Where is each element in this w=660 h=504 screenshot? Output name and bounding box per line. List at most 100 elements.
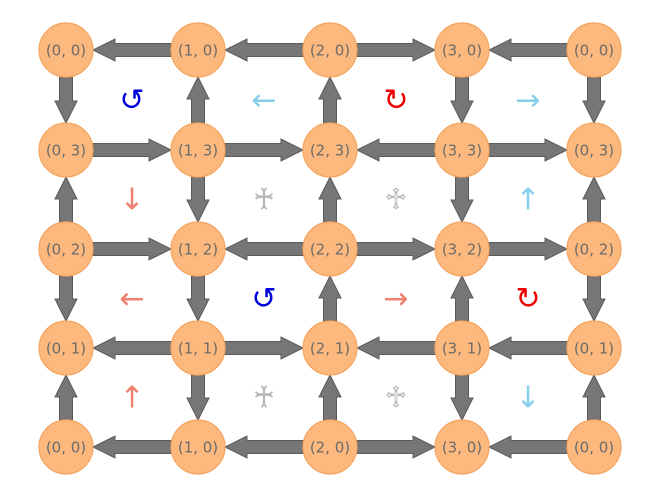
node-circle xyxy=(302,122,358,178)
grid-node: (2, 1) xyxy=(302,320,358,376)
node-circle xyxy=(566,22,622,78)
grid-node: (0, 0) xyxy=(566,22,622,78)
node-circle xyxy=(38,122,94,178)
edge-arrow-up xyxy=(54,175,78,223)
node-circle xyxy=(38,22,94,78)
node-label: (0, 2) xyxy=(46,241,86,259)
edge-arrow-down xyxy=(54,275,78,323)
face-symbol: ♰ xyxy=(253,381,275,416)
edge-arrow-up xyxy=(186,75,210,124)
edge-arrow-right xyxy=(488,138,569,162)
edge-arrow-left xyxy=(487,38,568,62)
node-circle xyxy=(170,221,226,277)
node-label: (3, 0) xyxy=(442,439,482,457)
node-label: (2, 0) xyxy=(310,42,350,60)
edge-arrow-right xyxy=(92,237,173,261)
face-symbol: ← xyxy=(119,282,144,317)
grid-node: (0, 1) xyxy=(38,320,94,376)
edge-arrow-up xyxy=(318,274,342,322)
edge-arrow-left xyxy=(487,435,568,459)
edge-arrow-left xyxy=(355,138,436,162)
node-circle xyxy=(170,419,226,475)
node-circle xyxy=(566,221,622,277)
grid-node: (0, 2) xyxy=(566,221,622,277)
face-symbol: ↻ xyxy=(515,282,540,317)
node-label: (0, 1) xyxy=(46,340,86,358)
edge-arrow-down xyxy=(186,176,210,224)
node-circle xyxy=(434,419,490,475)
edge-arrow-left xyxy=(91,435,172,459)
node-label: (1, 0) xyxy=(178,42,218,60)
grid-node: (0, 3) xyxy=(566,122,622,178)
grid-node: (3, 0) xyxy=(434,22,490,78)
face-symbol: ← xyxy=(251,83,276,118)
edge-arrow-left xyxy=(487,336,568,360)
edge-arrow-right xyxy=(224,336,305,360)
node-label: (1, 3) xyxy=(178,142,218,160)
node-label: (0, 3) xyxy=(46,142,86,160)
edge-arrow-up xyxy=(582,373,606,421)
grid-node: (3, 3) xyxy=(434,122,490,178)
edge-arrow-down xyxy=(450,176,474,224)
edge-arrow-left xyxy=(91,336,172,360)
edge-arrow-right xyxy=(488,237,569,261)
edge-arrow-up xyxy=(582,175,606,223)
node-circle xyxy=(566,419,622,475)
node-circle xyxy=(434,22,490,78)
node-label: (2, 2) xyxy=(310,241,350,259)
grid-node: (1, 2) xyxy=(170,221,226,277)
grid-node: (0, 0) xyxy=(38,22,94,78)
edge-arrow-down xyxy=(54,76,78,125)
edge-arrow-left xyxy=(91,38,172,62)
grid-node: (3, 0) xyxy=(434,419,490,475)
face-symbol: ♰ xyxy=(253,183,275,218)
node-label: (0, 0) xyxy=(574,439,614,457)
node-label: (2, 3) xyxy=(310,142,350,160)
edges-layer xyxy=(54,38,606,459)
edge-arrow-down xyxy=(186,374,210,422)
grid-node: (0, 3) xyxy=(38,122,94,178)
node-circle xyxy=(302,320,358,376)
grid-node: (0, 1) xyxy=(566,320,622,376)
node-label: (0, 2) xyxy=(574,241,614,259)
grid-node: (3, 2) xyxy=(434,221,490,277)
face-symbol: → xyxy=(515,83,540,118)
grid-node: (2, 3) xyxy=(302,122,358,178)
grid-node: (0, 0) xyxy=(38,419,94,475)
grid-node: (1, 0) xyxy=(170,22,226,78)
edge-arrow-down xyxy=(450,374,474,422)
node-circle xyxy=(434,122,490,178)
face-symbol: ↺ xyxy=(251,282,276,317)
node-circle xyxy=(434,320,490,376)
node-label: (3, 3) xyxy=(442,142,482,160)
node-circle xyxy=(566,122,622,178)
face-symbol: ↑ xyxy=(515,183,540,218)
node-label: (2, 0) xyxy=(310,439,350,457)
node-label: (1, 2) xyxy=(178,241,218,259)
node-circle xyxy=(302,419,358,475)
grid-node: (2, 0) xyxy=(302,419,358,475)
edge-arrow-left xyxy=(223,38,304,62)
node-label: (2, 1) xyxy=(310,340,350,358)
edge-arrow-right xyxy=(356,38,437,62)
node-label: (1, 1) xyxy=(178,340,218,358)
edge-arrow-down xyxy=(582,76,606,125)
edge-arrow-up xyxy=(318,175,342,223)
node-circle xyxy=(170,122,226,178)
node-circle xyxy=(566,320,622,376)
edge-arrow-down xyxy=(186,275,210,323)
edge-arrow-right xyxy=(356,435,437,459)
edge-arrow-left xyxy=(223,435,304,459)
edge-arrow-down xyxy=(582,275,606,323)
face-symbol: ♱ xyxy=(385,381,408,416)
node-label: (0, 3) xyxy=(574,142,614,160)
edge-arrow-right xyxy=(356,237,437,261)
grid-node: (1, 1) xyxy=(170,320,226,376)
node-label: (0, 0) xyxy=(574,42,614,60)
node-circle xyxy=(170,320,226,376)
edge-arrow-down xyxy=(450,76,474,125)
node-circle xyxy=(434,221,490,277)
edge-arrow-left xyxy=(355,336,436,360)
nodes-layer: (0, 0) (1, 0) (2, 0) (3, 0) (0, 0) (0, 3) (1, … xyxy=(38,22,622,475)
